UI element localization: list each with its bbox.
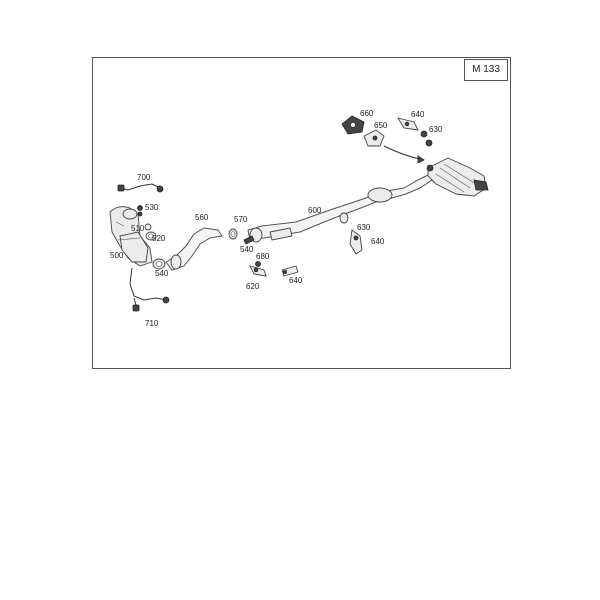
callout-540-front: 540 [155, 269, 169, 278]
callout-640-right: 640 [371, 237, 385, 246]
model-code-badge: M 133 [464, 59, 508, 81]
clamp-540-front[interactable] [152, 258, 166, 270]
callout-630-top: 630 [429, 125, 443, 134]
callout-620: 620 [246, 282, 260, 291]
diagram-frame [92, 57, 511, 369]
callout-700: 700 [137, 173, 151, 182]
clamp-510[interactable] [144, 223, 152, 231]
rear-muffler[interactable] [426, 157, 489, 197]
hanger-640-right[interactable] [349, 229, 363, 255]
callout-570: 570 [234, 215, 248, 224]
rubber-hanger-660[interactable] [341, 115, 365, 135]
gasket-520[interactable] [145, 231, 157, 241]
gasket-570[interactable] [228, 228, 238, 240]
callout-640-top: 640 [411, 110, 425, 119]
hanger-640-top[interactable] [397, 117, 419, 131]
rubber-mount-630-center[interactable] [339, 212, 349, 224]
oxygen-sensor-upper-700[interactable] [117, 183, 164, 193]
callout-640-center: 640 [289, 276, 303, 285]
bracket-620[interactable] [249, 265, 267, 277]
callout-530: 530 [145, 203, 159, 212]
catalytic-converter-500[interactable] [109, 206, 153, 267]
nut-530[interactable] [137, 205, 143, 217]
callout-520: 520 [152, 234, 166, 243]
rubber-mount-630-top[interactable] [420, 130, 433, 147]
nut-680[interactable] [255, 261, 261, 267]
oxygen-sensor-lower-710[interactable] [129, 267, 170, 312]
hanger-640-center[interactable] [281, 265, 299, 277]
clamp-540-pipe[interactable] [243, 235, 255, 245]
callout-540-pipe: 540 [240, 245, 254, 254]
callout-500: 500 [110, 251, 124, 260]
callout-510: 510 [131, 224, 145, 233]
callout-650: 650 [374, 121, 388, 130]
callout-680: 680 [256, 252, 270, 261]
arrow-head [417, 155, 425, 164]
callout-660: 660 [360, 109, 374, 118]
callout-600: 600 [308, 206, 322, 215]
front-pipe-560[interactable] [165, 227, 223, 271]
bracket-650[interactable] [363, 129, 385, 147]
intermediate-pipe-600[interactable] [247, 173, 433, 243]
callout-560: 560 [195, 213, 209, 222]
callout-630-center: 630 [357, 223, 371, 232]
callout-710: 710 [145, 319, 159, 328]
